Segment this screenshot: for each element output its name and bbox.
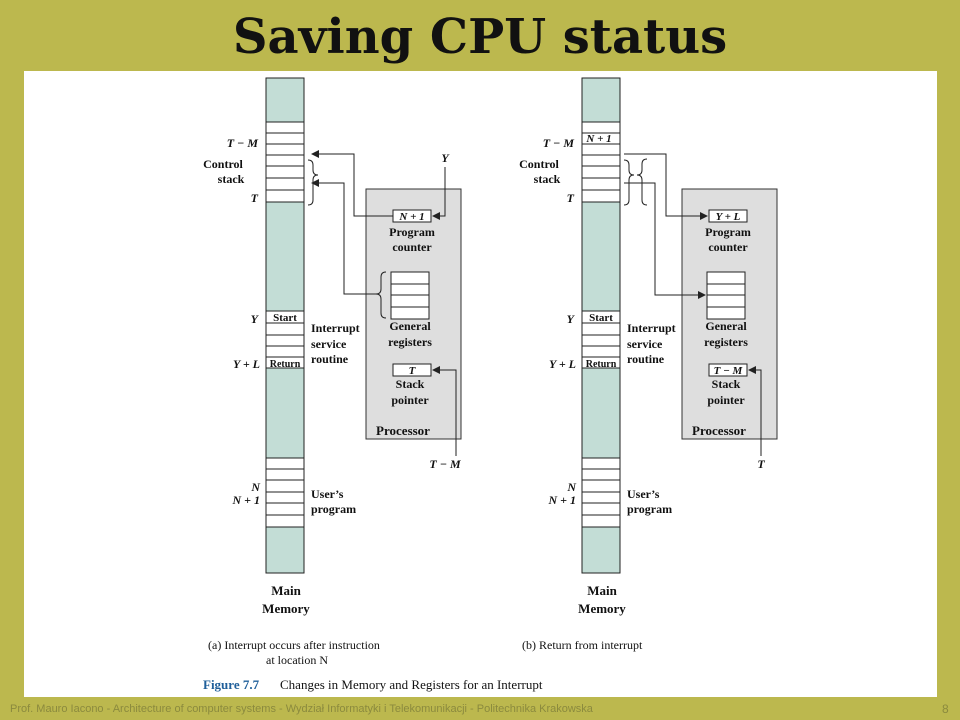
control-stack-label-2: stack: [218, 172, 245, 186]
main-memory: N + 1 Start Return: [581, 77, 621, 574]
general-registers-label-1: General: [705, 319, 747, 333]
panel-b: N + 1 Start Return: [519, 77, 778, 652]
return-cell-label: Return: [270, 359, 301, 370]
interrupt-diagram: Start Return T − M Control stack T Y Y +…: [203, 77, 778, 692]
address-y-plus-l: Y + L: [549, 357, 576, 371]
user-program-label-2: program: [311, 502, 356, 516]
figure-number: Figure 7.7: [203, 677, 260, 692]
stack-pointer-label-1: Stack: [712, 377, 741, 391]
isr-cells: Start Return: [265, 310, 305, 370]
program-counter-value: Y + L: [716, 211, 741, 223]
address-n: N: [250, 480, 261, 494]
stack-pointer-value: T: [409, 365, 417, 377]
control-stack-label-1: Control: [519, 157, 559, 171]
address-n-plus-1: N + 1: [231, 493, 260, 507]
processor-box: N + 1 Program counter General registers …: [365, 188, 462, 440]
program-counter-label-2: counter: [708, 240, 748, 254]
sp-input-arrow: [748, 366, 762, 456]
control-stack-brace: [623, 159, 635, 206]
user-program-label-1: User’s: [311, 487, 344, 501]
control-stack-cells: [265, 121, 305, 203]
slide-footer: Prof. Mauro Iacono - Architecture of com…: [10, 703, 593, 715]
stack-pointer-label-2: pointer: [707, 393, 745, 407]
isr-label-2: service: [311, 337, 347, 351]
pc-input-label: Y: [441, 151, 450, 165]
pc-to-stack-arrow: [311, 150, 393, 217]
user-program-label-1: User’s: [627, 487, 660, 501]
stack-pointer-value: T − M: [714, 365, 744, 377]
sp-input-arrow: [432, 366, 457, 456]
stack-to-registers-arrow: [624, 182, 706, 299]
panel-a: Start Return T − M Control stack T Y Y +…: [203, 77, 462, 667]
address-y-plus-l: Y + L: [233, 357, 260, 371]
address-n-plus-1: N + 1: [547, 493, 576, 507]
control-stack-label-1: Control: [203, 157, 243, 171]
isr-label-1: Interrupt: [627, 321, 676, 335]
control-stack-brace: [307, 159, 319, 206]
stack-pointer-label-2: pointer: [391, 393, 429, 407]
panel-caption-line-2: at location N: [266, 653, 328, 667]
address-t: T: [251, 191, 259, 205]
isr-label-2: service: [627, 337, 663, 351]
stack-pointer-register: [392, 363, 432, 377]
address-t: T: [567, 191, 575, 205]
page-number: 8: [942, 702, 949, 716]
figure-caption: Changes in Memory and Registers for an I…: [280, 677, 543, 692]
address-y: Y: [567, 312, 576, 326]
main-memory-label-1: Main: [587, 583, 617, 598]
control-stack-cells: N + 1: [581, 121, 621, 203]
user-program-label-2: program: [627, 502, 672, 516]
address-y: Y: [251, 312, 260, 326]
panel-caption-line-1: (a) Interrupt occurs after instruction: [208, 638, 380, 652]
control-stack-label-2: stack: [534, 172, 561, 186]
main-memory-label-2: Memory: [578, 601, 626, 616]
program-counter-register: [708, 209, 748, 223]
general-registers-label-1: General: [389, 319, 431, 333]
general-registers-label-2: registers: [704, 335, 748, 349]
user-program-cells: [265, 457, 305, 528]
stack-pointer-label-1: Stack: [396, 377, 425, 391]
control-stack-brace-right: [636, 158, 648, 206]
start-cell-label: Start: [273, 312, 297, 324]
program-counter-label-2: counter: [392, 240, 432, 254]
address-t-minus-m: T − M: [543, 136, 575, 150]
user-program-cells: [581, 457, 621, 528]
main-memory-label-1: Main: [271, 583, 301, 598]
return-cell-label: Return: [586, 359, 617, 370]
sp-input-label: T − M: [429, 457, 461, 471]
general-registers: [390, 271, 430, 320]
general-registers-label-2: registers: [388, 335, 432, 349]
main-memory-label-2: Memory: [262, 601, 310, 616]
address-n: N: [566, 480, 577, 494]
start-cell-label: Start: [589, 312, 613, 324]
program-counter-value: N + 1: [398, 211, 424, 223]
slide-title: Saving CPU status: [232, 9, 728, 65]
isr-cells: Start Return: [581, 310, 621, 370]
registers-to-stack-arrow: [311, 179, 376, 295]
stack-cell-value: N + 1: [585, 133, 611, 145]
address-t-minus-m: T − M: [227, 136, 259, 150]
general-registers: [706, 271, 746, 320]
main-memory: Start Return: [265, 77, 305, 574]
isr-label-3: routine: [311, 352, 349, 366]
processor-box: Y + L Program counter General registers …: [681, 188, 778, 440]
panel-caption-line-1: (b) Return from interrupt: [522, 638, 643, 652]
y-to-pc-arrow: [432, 167, 446, 220]
program-counter-label-1: Program: [705, 225, 751, 239]
stack-to-pc-arrow: [624, 153, 708, 220]
isr-label-3: routine: [627, 352, 665, 366]
program-counter-label-1: Program: [389, 225, 435, 239]
processor-label: Processor: [376, 423, 430, 438]
processor-label: Processor: [692, 423, 746, 438]
stack-pointer-register: [708, 363, 748, 377]
sp-input-label: T: [757, 457, 765, 471]
isr-label-1: Interrupt: [311, 321, 360, 335]
figure-panel: Start Return T − M Control stack T Y Y +…: [24, 71, 937, 697]
